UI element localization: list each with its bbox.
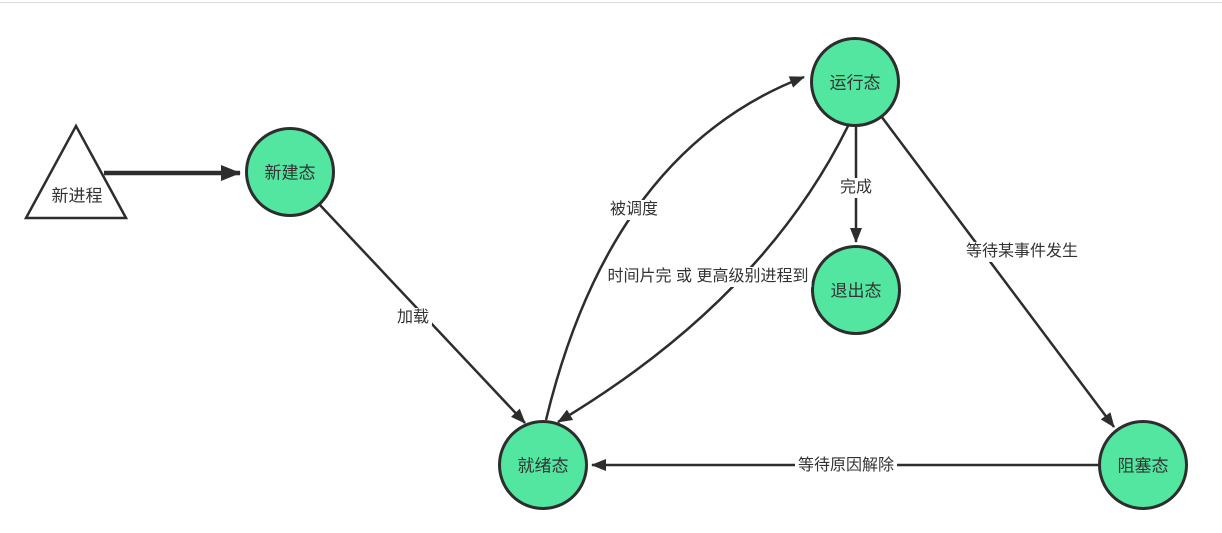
node-new-state-label: 新建态 <box>265 164 316 183</box>
edge-wait-event-arrow <box>879 115 1116 428</box>
node-running-state: 运行态 <box>810 37 900 127</box>
start-triangle-shape <box>23 123 129 220</box>
node-blocked-state: 阻塞态 <box>1098 420 1188 510</box>
edge-load-label: 加载 <box>393 308 433 328</box>
node-running-state-label: 运行态 <box>830 74 881 93</box>
edge-schedule-arrow <box>544 75 805 421</box>
node-start: 新进程 <box>23 123 129 220</box>
edge-unblock-label: 等待原因解除 <box>794 456 898 476</box>
edge-wait-event-label: 等待某事件发生 <box>962 242 1082 262</box>
node-blocked-state-label: 阻塞态 <box>1118 457 1169 476</box>
node-running-state-circle <box>810 37 900 127</box>
node-blocked-state-circle <box>1098 420 1188 510</box>
node-exit-state-label: 退出态 <box>831 282 882 301</box>
top-divider <box>0 2 1222 3</box>
node-ready-state-label: 就绪态 <box>518 457 569 476</box>
node-new-state: 新建态 <box>245 127 335 217</box>
node-ready-state: 就绪态 <box>498 420 588 510</box>
edge-finish-label: 完成 <box>836 178 876 198</box>
edge-schedule-label: 被调度 <box>606 200 662 220</box>
edge-preempt-label: 时间片完 或 更高级别进程到 <box>604 267 812 287</box>
node-ready-state-circle <box>498 420 588 510</box>
node-new-state-circle <box>245 127 335 217</box>
node-start-label: 新进程 <box>52 187 103 206</box>
node-exit-state-circle <box>811 245 901 335</box>
node-exit-state: 退出态 <box>811 245 901 335</box>
